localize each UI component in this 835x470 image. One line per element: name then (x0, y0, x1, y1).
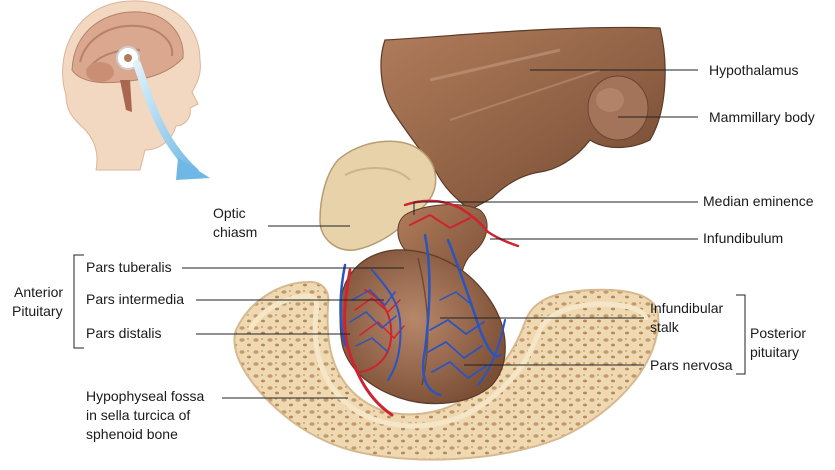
label-anterior-line1: Anterior (14, 284, 63, 300)
blood-vessels (339, 199, 520, 417)
labels: Hypothalamus Mammillary body Median emin… (12, 62, 815, 442)
label-infundibular-stalk-line1: Infundibular (650, 300, 724, 316)
label-pars-nervosa: Pars nervosa (650, 357, 733, 373)
label-fossa-line3: sphenoid bone (86, 426, 178, 442)
label-fossa-line1: Hypophyseal fossa (86, 388, 205, 404)
head-illustration (62, 0, 210, 180)
leader-lines (73, 69, 746, 399)
label-posterior-line1: Posterior (750, 325, 806, 341)
label-pars-tuberalis: Pars tuberalis (86, 259, 172, 275)
label-median-eminence: Median eminence (703, 193, 814, 209)
label-pars-distalis: Pars distalis (86, 325, 161, 341)
label-fossa-line2: in sella turcica of (86, 407, 190, 423)
label-posterior-line2: pituitary (750, 344, 799, 360)
label-mammillary-body: Mammillary body (709, 109, 815, 125)
label-optic-chiasm-line1: Optic (213, 205, 246, 221)
label-anterior-line2: Pituitary (12, 303, 63, 319)
label-optic-chiasm-line2: chiasm (213, 224, 257, 240)
sphenoid-bone (233, 280, 660, 461)
label-infundibular-stalk-line2: stalk (650, 319, 680, 335)
arrow-icon (176, 158, 210, 180)
label-pars-intermedia: Pars intermedia (86, 291, 184, 307)
optic-chiasm (319, 140, 437, 251)
label-hypothalamus: Hypothalamus (709, 62, 799, 78)
hypothalamus-tissue (380, 26, 666, 211)
label-infundibulum: Infundibulum (703, 230, 783, 246)
